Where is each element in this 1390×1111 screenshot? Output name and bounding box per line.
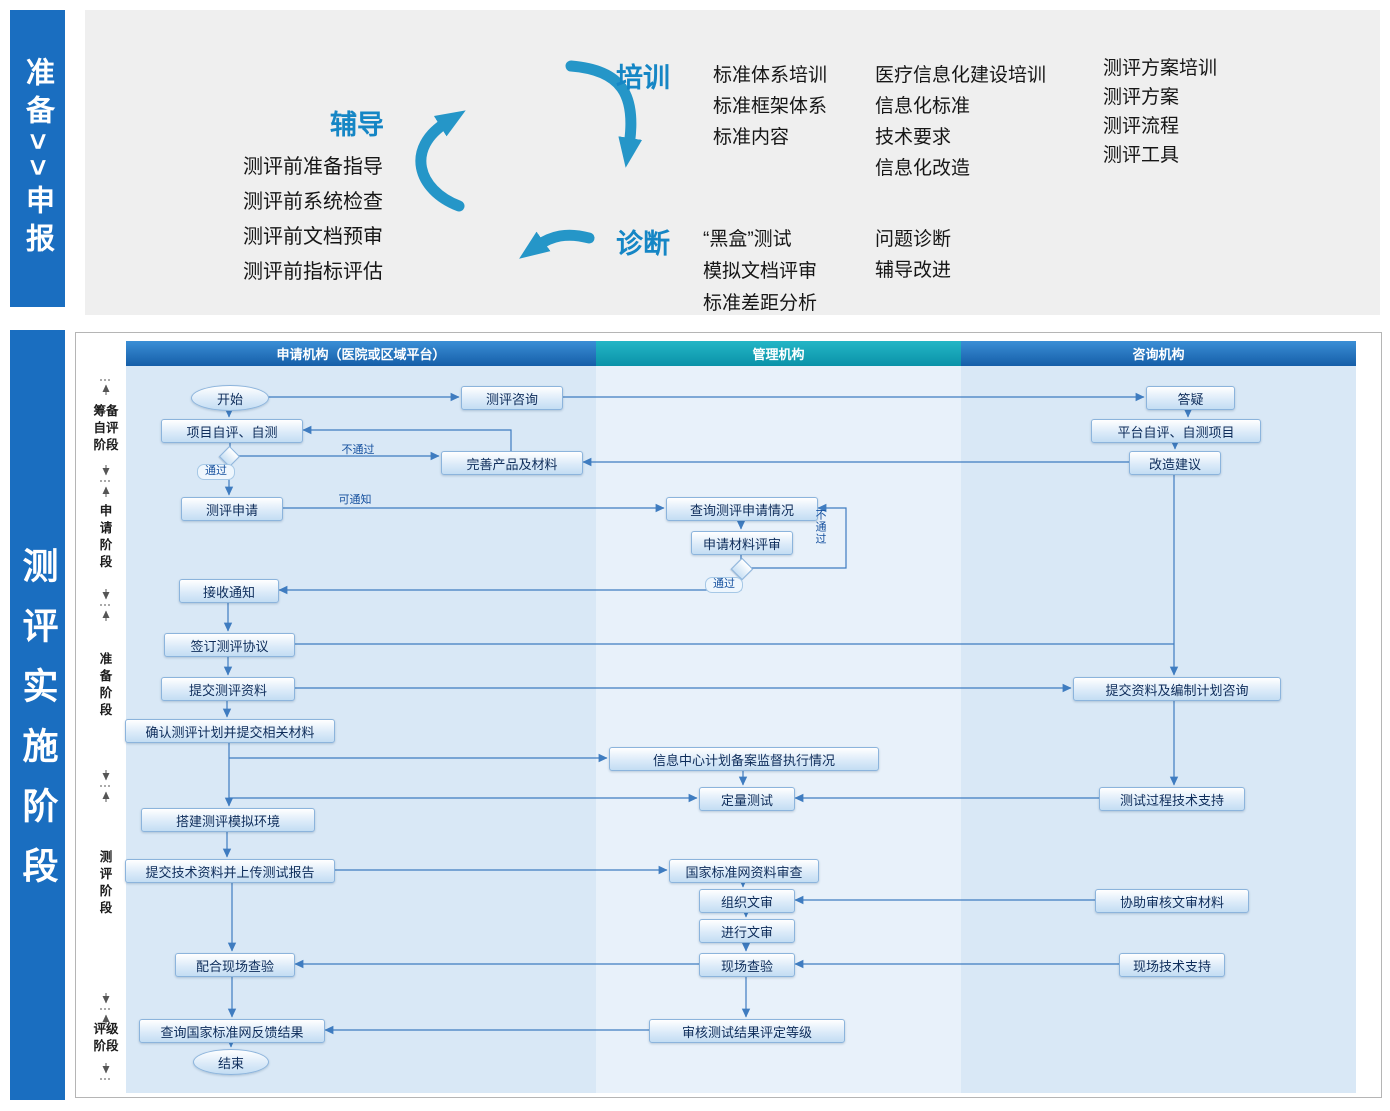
train-col1: 标准体系培训 标准框架体系 标准内容 <box>713 60 827 153</box>
top-section-sidebar: 准备>>申报 <box>10 10 65 307</box>
node-sign-agreement: 签订测评协议 <box>164 633 295 657</box>
node-onsite-support: 现场技术支持 <box>1119 953 1225 977</box>
coach-title: 辅导 <box>330 110 384 140</box>
node-grade-review: 审核测试结果评定等级 <box>649 1019 845 1043</box>
phase-application: 申 请 阶 段 <box>99 504 113 569</box>
node-upload-report: 提交技术资料并上传测试报告 <box>125 859 335 883</box>
diagnose-title: 诊断 <box>616 229 670 259</box>
lane-header-management: 管理机构 <box>596 341 961 366</box>
node-organize-review: 组织文审 <box>699 889 795 913</box>
lane-header-applicant: 申请机构（医院或区域平台） <box>126 341 596 366</box>
node-self-eval: 项目自评、自测 <box>161 419 303 443</box>
label-pass-review: 通过 <box>705 577 743 593</box>
node-suggest: 改造建议 <box>1129 451 1221 475</box>
train-item: 医疗信息化建设培训 <box>875 65 1047 86</box>
train-item: 信息化改造 <box>875 158 971 179</box>
flow-section-title: 测评实施阶段 <box>17 547 59 907</box>
node-cooperate-onsite: 配合现场查验 <box>175 953 295 977</box>
node-query-result: 查询国家标准网反馈结果 <box>139 1019 325 1043</box>
coach-item: 测评前系统检查 <box>243 191 383 213</box>
node-quantitative-test: 定量测试 <box>699 787 795 811</box>
label-pass-self-eval: 通过 <box>197 464 235 480</box>
node-receive-notice: 接收通知 <box>179 579 279 603</box>
node-platform-self: 平台自评、自测项目 <box>1091 419 1261 443</box>
diagnose-item: 标准差距分析 <box>703 293 818 314</box>
train-item: 测评方案培训 <box>1103 58 1218 79</box>
node-query-apply: 查询测评申请情况 <box>666 497 818 521</box>
train-item: 测评工具 <box>1103 145 1180 166</box>
node-review-materials: 申请材料评审 <box>691 531 793 555</box>
train-item: 标准体系培训 <box>713 65 828 86</box>
phase-self-evaluation: 筹备 自评 阶段 <box>93 404 119 452</box>
node-end: 结束 <box>193 1049 269 1075</box>
coach-items: 测评前准备指导 测评前系统检查 测评前文档预审 测评前指标评估 <box>243 150 383 290</box>
node-answer: 答疑 <box>1146 386 1235 410</box>
lane-management-bg <box>596 366 961 1093</box>
lane-header-consulting: 咨询机构 <box>961 341 1356 366</box>
node-submit-materials: 提交测评资料 <box>161 677 295 701</box>
flow-section-sidebar: 测评实施阶段 <box>10 330 65 1100</box>
train-col3: 测评方案培训 测评方案 测评流程 测评工具 <box>1103 54 1217 170</box>
phase-boundary-markers <box>100 379 112 1080</box>
node-nsn-review: 国家标准网资料审查 <box>669 859 819 883</box>
arrow-diagnose-to-coach-icon <box>519 229 595 259</box>
preparation-panel: 辅导 测评前准备指导 测评前系统检查 测评前文档预审 测评前指标评估 培训 标准… <box>85 10 1380 315</box>
label-fail-review: 不通过 <box>814 509 826 545</box>
coach-item: 测评前准备指导 <box>243 156 383 178</box>
label-notify: 可通知 <box>338 494 372 506</box>
evaluation-flowchart: 申请机构（医院或区域平台） 管理机构 咨询机构 筹备 自评 阶段 申 请 阶 段… <box>75 332 1382 1098</box>
train-item: 信息化标准 <box>875 96 971 117</box>
train-item: 技术要求 <box>875 127 952 148</box>
node-start: 开始 <box>191 385 269 411</box>
train-item: 测评流程 <box>1103 116 1180 137</box>
diagnose-item: “黑盒”测试 <box>703 229 792 250</box>
phase-preparation: 准 备 阶 段 <box>99 652 113 717</box>
node-info-center-record: 信息中心计划备案监督执行情况 <box>609 747 879 771</box>
node-apply: 测评申请 <box>181 497 283 521</box>
train-item: 测评方案 <box>1103 87 1180 108</box>
train-title: 培训 <box>616 63 670 93</box>
node-do-review: 进行文审 <box>699 919 795 943</box>
node-build-environment: 搭建测评模拟环境 <box>141 808 315 832</box>
coach-item: 测评前指标评估 <box>243 261 383 283</box>
arrow-coach-to-train-icon <box>415 110 466 212</box>
diagnose-col1: “黑盒”测试 模拟文档评审 标准差距分析 <box>703 224 817 320</box>
phase-evaluation: 测 评 阶 段 <box>99 850 113 915</box>
coach-item: 测评前文档预审 <box>243 226 383 248</box>
train-col2: 医疗信息化建设培训 信息化标准 技术要求 信息化改造 <box>875 60 1046 184</box>
node-confirm-plan: 确认测评计划并提交相关材料 <box>125 719 335 743</box>
label-fail-self-eval: 不通过 <box>341 444 375 456</box>
train-item: 标准框架体系 <box>713 96 828 117</box>
node-assist-review: 协助审核文审材料 <box>1095 889 1249 913</box>
diagnose-item: 问题诊断 <box>875 229 952 250</box>
diagnose-item: 辅导改进 <box>875 260 952 281</box>
node-onsite-check: 现场查验 <box>699 953 795 977</box>
node-test-support: 测试过程技术支持 <box>1099 787 1245 811</box>
diagnose-col2: 问题诊断 辅导改进 <box>875 224 951 286</box>
node-consult: 测评咨询 <box>461 386 563 410</box>
node-improve: 完善产品及材料 <box>441 451 583 475</box>
diagnose-item: 模拟文档评审 <box>703 261 818 282</box>
lane-consulting-bg <box>961 366 1356 1093</box>
node-submit-plan-consult: 提交资料及编制计划咨询 <box>1073 677 1281 701</box>
top-section-title: 准备>>申报 <box>21 56 54 261</box>
phase-grading: 评级 阶段 <box>93 1022 119 1053</box>
train-item: 标准内容 <box>713 127 790 148</box>
